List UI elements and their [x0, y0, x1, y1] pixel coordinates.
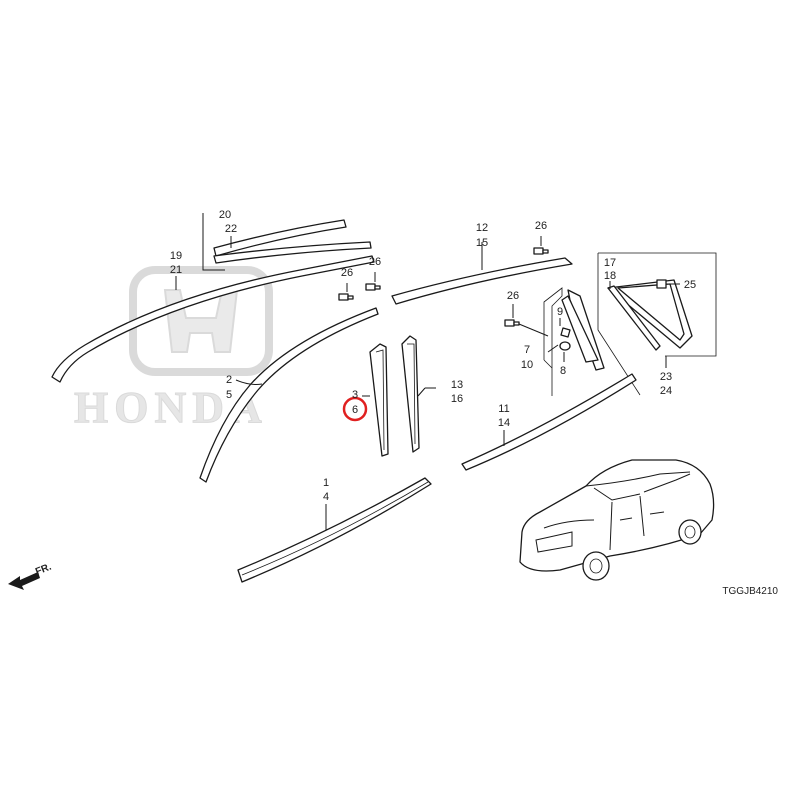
part-front-pillar-molding [199, 307, 379, 483]
callout-3: 3 [352, 389, 358, 401]
callout-15: 15 [476, 237, 488, 249]
leader-lines [362, 387, 436, 397]
callout-19: 19 [170, 250, 182, 262]
callout-21: 21 [170, 264, 182, 276]
front-direction-label: FR. [34, 561, 53, 577]
callout-22: 22 [225, 223, 237, 235]
part-upper-roof-molding [202, 213, 372, 271]
clip-26-c [533, 236, 549, 255]
car-illustration [519, 459, 715, 581]
front-direction-indicator: FR. [8, 561, 53, 590]
part-rear-door-molding [461, 373, 637, 471]
callout-4: 4 [323, 491, 329, 503]
highlight-circle [342, 396, 368, 422]
callout-17: 17 [604, 257, 616, 269]
callout-26-c: 26 [535, 220, 547, 232]
callout-5: 5 [226, 389, 232, 401]
callout-8: 8 [560, 365, 566, 377]
callout-2: 2 [226, 374, 232, 386]
arrow-left-icon [8, 572, 40, 590]
callout-20: 20 [219, 209, 231, 221]
callout-23: 23 [660, 371, 672, 383]
callout-11: 11 [498, 403, 509, 415]
callout-6: 6 [352, 404, 358, 416]
callout-9: 9 [557, 306, 563, 318]
callout-7: 7 [524, 344, 530, 356]
callout-16: 16 [451, 393, 463, 405]
callout-26-a: 26 [341, 267, 353, 279]
part-roof-molding [51, 255, 375, 383]
callout-10: 10 [521, 359, 533, 371]
callout-18: 18 [604, 270, 616, 282]
callout-26-b: 26 [369, 256, 381, 268]
group-quarter-window [597, 252, 717, 396]
callout-1: 1 [323, 477, 329, 489]
callout-12: 12 [476, 222, 488, 234]
callout-26-d: 26 [507, 290, 519, 302]
clip-26-b [365, 272, 381, 291]
part-center-pillar-garnish [369, 343, 389, 457]
callout-25: 25 [684, 279, 696, 291]
part-roof-side-molding [391, 242, 573, 305]
diagram-code: TGGJB4210 [722, 586, 778, 597]
group-rear-door-quarter [543, 287, 605, 396]
callout-13: 13 [451, 379, 463, 391]
part-front-door-molding [237, 477, 432, 583]
callout-24: 24 [660, 385, 672, 397]
clip-26-a [338, 283, 354, 301]
clip-26-d [504, 304, 549, 337]
part-rear-pillar-garnish [401, 335, 420, 453]
callout-labels: 20 22 19 21 26 26 2 5 12 15 26 26 9 7 10… [170, 209, 696, 503]
callout-14: 14 [498, 417, 510, 429]
